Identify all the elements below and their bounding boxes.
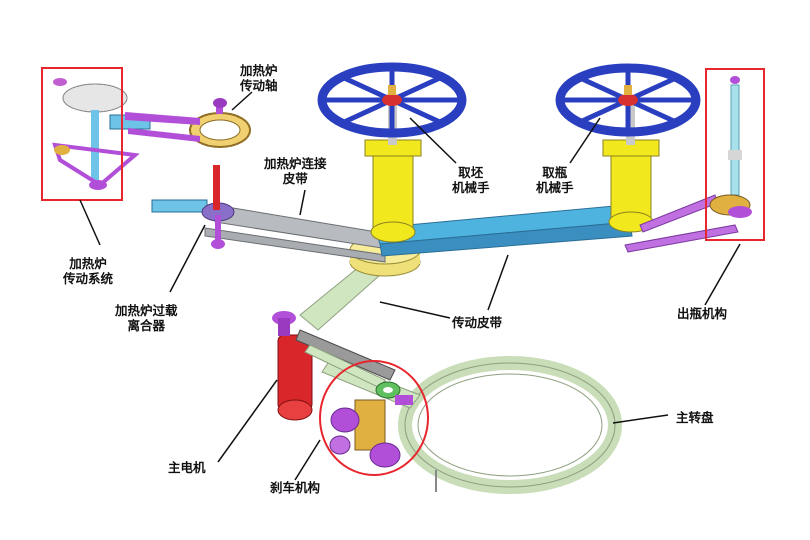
label-take-bottle-arm: 取瓶 机械手: [536, 165, 574, 195]
label-take-preform-arm: 取坯 机械手: [452, 165, 490, 195]
brake-mechanism: [329, 381, 413, 468]
label-heater-drive-system: 加热炉 传动系统: [63, 256, 114, 286]
label-overload-clutch: 加热炉过载 离合器: [115, 303, 178, 333]
main-turntable-ring: [398, 356, 622, 494]
highlight-heater-drive-system: [41, 67, 123, 201]
label-main-turntable: 主转盘: [676, 410, 714, 425]
bottle-out-mechanism: [709, 76, 752, 218]
label-bottle-out: 出瓶机构: [677, 306, 728, 321]
green-belt: [299, 261, 421, 409]
label-heater-drive-shaft: 加热炉 传动轴: [240, 63, 278, 93]
main-motor: [272, 311, 313, 421]
label-main-motor: 主电机: [168, 460, 206, 475]
motor-brake-link: [295, 329, 396, 389]
label-drive-belt: 传动皮带: [452, 315, 503, 330]
overload-clutch: [151, 165, 235, 249]
highlight-bottle-out: [705, 68, 765, 241]
take-bottle-wheel: [555, 63, 701, 137]
heater-drive-shaft: [189, 98, 251, 148]
label-heater-connect-belt: 加热炉连接 皮带: [264, 156, 327, 186]
label-brake: 刹车机构: [270, 480, 321, 495]
heater-drive-system: [52, 78, 200, 190]
take-bottle-column: [602, 95, 660, 233]
take-preform-wheel: [317, 62, 467, 138]
leader-lines: [79, 91, 741, 481]
highlight-brake: [319, 360, 429, 476]
drive-belt-blue: [374, 204, 633, 257]
